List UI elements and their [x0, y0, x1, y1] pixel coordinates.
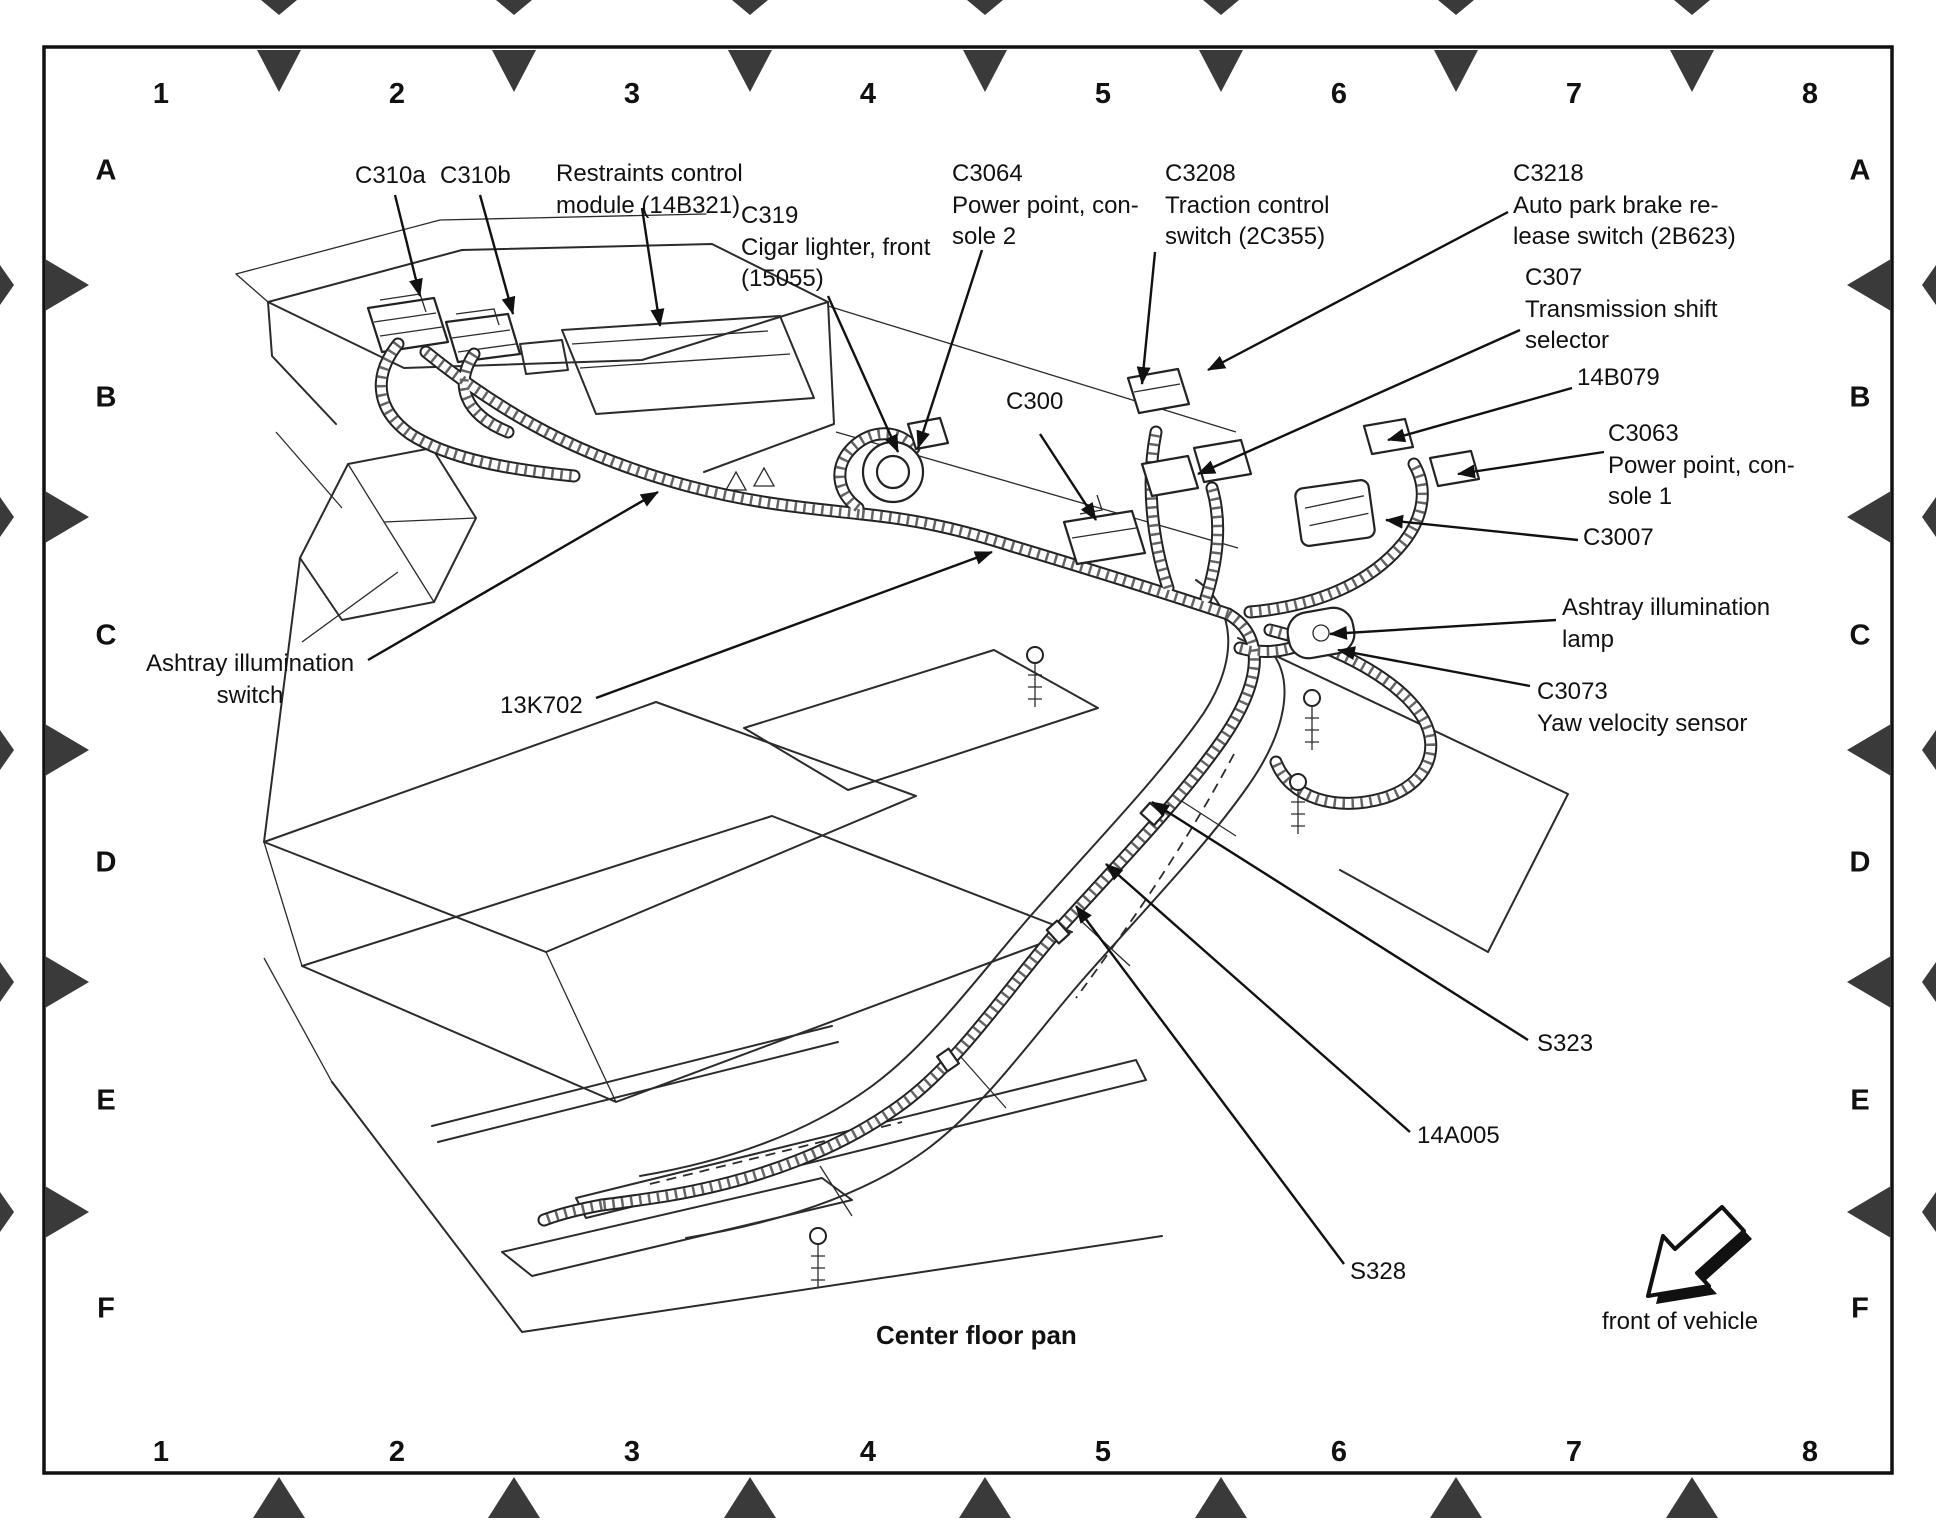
label-c3218-park-brake-release: C3218 Auto park brake re- lease switch (…: [1513, 160, 1736, 251]
grid-col-top-7: 7: [1565, 78, 1583, 110]
grid-row-right-a: A: [1849, 154, 1871, 187]
grid-row-left-f: F: [97, 1292, 115, 1325]
grid-row-right-c: C: [1849, 619, 1871, 652]
grid-col-top-1: 1: [152, 78, 170, 110]
grid-col-top-4: 4: [859, 78, 877, 110]
grid-col-bottom-1: 1: [152, 1436, 170, 1468]
grid-col-bottom-6: 6: [1330, 1436, 1348, 1468]
grid-col-top-3: 3: [623, 78, 641, 110]
c3007-connector: [1294, 479, 1376, 547]
label-restraints-control-module: Restraints control module (14B321): [556, 160, 743, 219]
yaw-sensor: [1286, 606, 1356, 660]
connectors: [861, 367, 1481, 660]
label-s328: S328: [1350, 1258, 1407, 1285]
grid-row-right-d: D: [1849, 846, 1871, 879]
label-c310b: C310b: [440, 162, 511, 189]
border-frame: [42, 45, 1894, 1475]
label-c3208-traction-control: C3208 Traction control switch (2C355): [1165, 160, 1330, 251]
grid-row-left-c: C: [95, 619, 117, 652]
grid-col-bottom-4: 4: [859, 1436, 877, 1468]
leader-lines: [367, 194, 1605, 1265]
label-14b079: 14B079: [1577, 364, 1660, 391]
c3063-connector: [1428, 449, 1481, 488]
c307-connector: [1192, 438, 1253, 484]
screw-icons: [809, 646, 1321, 1288]
grid-col-top-5: 5: [1094, 78, 1112, 110]
grid-row-left-d: D: [95, 846, 117, 879]
label-c300: C300: [1006, 388, 1064, 415]
grid-row-left-b: B: [95, 381, 117, 414]
diagram-caption: Center floor pan: [876, 1320, 1077, 1350]
label-c310a: C310a: [355, 162, 426, 189]
grid-row-left-e: E: [96, 1084, 116, 1117]
grid-row-right-e: E: [1850, 1084, 1870, 1117]
grid-col-bottom-2: 2: [388, 1436, 406, 1468]
c300-connector: [1062, 509, 1147, 566]
grid-row-right-f: F: [1851, 1292, 1869, 1325]
label-13k702: 13K702: [500, 692, 583, 719]
label-c3064-power-point-2: C3064 Power point, con- sole 2: [952, 160, 1139, 251]
label-front-of-vehicle: front of vehicle: [1602, 1308, 1759, 1335]
floor-pan-line-art: [235, 213, 1569, 1333]
grid-col-top-2: 2: [388, 78, 406, 110]
label-s323: S323: [1537, 1030, 1594, 1057]
14b079-connector: [1362, 417, 1415, 456]
label-14a005: 14A005: [1417, 1122, 1500, 1149]
label-ashtray-illumination-switch: Ashtray illumination switch: [145, 650, 355, 709]
label-c319-cigar-lighter: C319 Cigar lighter, front (15055): [741, 202, 931, 293]
grid-col-bottom-5: 5: [1094, 1436, 1112, 1468]
grid-col-bottom-8: 8: [1801, 1436, 1819, 1468]
label-c3007: C3007: [1583, 524, 1654, 551]
front-of-vehicle-arrow-icon: [1646, 1205, 1752, 1304]
grid-col-top-8: 8: [1801, 78, 1819, 110]
grid-col-top-6: 6: [1330, 78, 1348, 110]
grid-row-left-a: A: [95, 154, 117, 187]
grid-col-bottom-3: 3: [623, 1436, 641, 1468]
label-ashtray-illumination-lamp: Ashtray illumination lamp: [1562, 594, 1771, 653]
grid-col-bottom-7: 7: [1565, 1436, 1583, 1468]
grid-row-right-b: B: [1849, 381, 1871, 414]
label-c3063-power-point-1: C3063 Power point, con- sole 1: [1608, 420, 1795, 511]
label-c3073-yaw-sensor: C3073 Yaw velocity sensor: [1537, 678, 1748, 737]
label-c307-shift-selector: C307 Transmission shift selector: [1525, 264, 1718, 355]
